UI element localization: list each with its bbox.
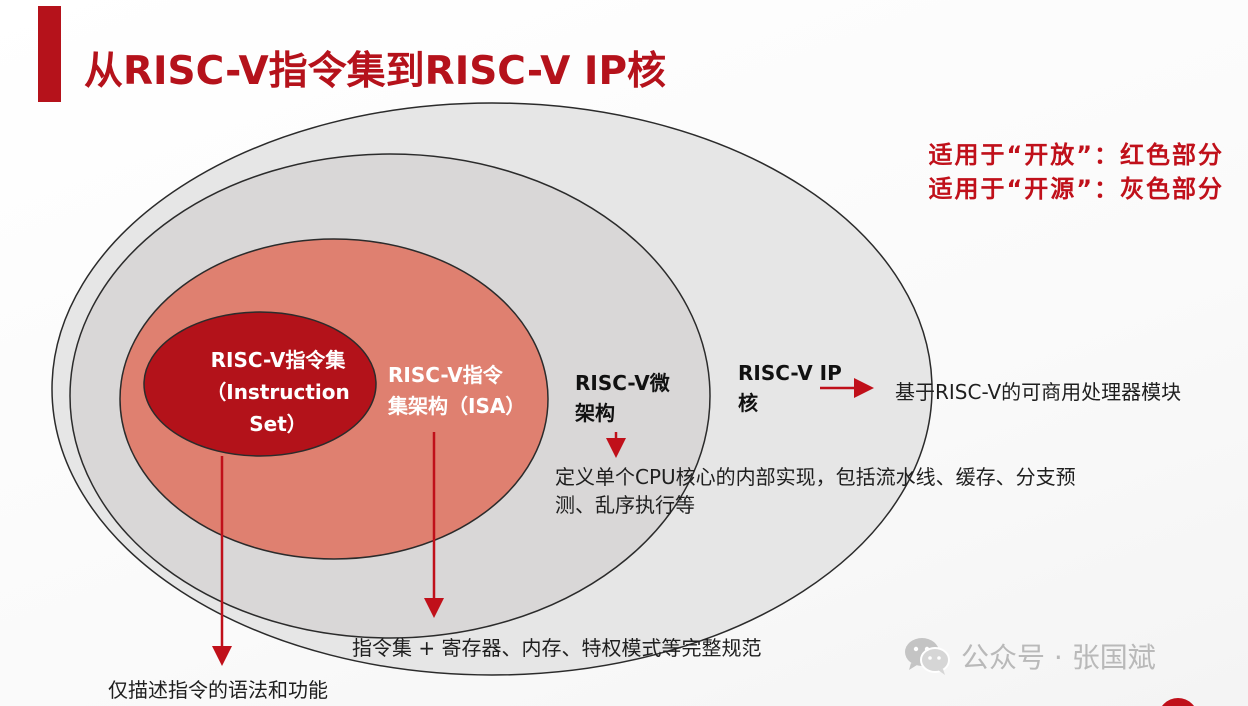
label-ip-core-line1: RISC-V IP xyxy=(738,361,842,385)
label-instruction-set-line1: RISC-V指令集 xyxy=(210,348,346,372)
watermark: 公众号 · 张国斌 xyxy=(903,636,1156,676)
label-ip-core: RISC-V IP 核 xyxy=(738,358,842,418)
description-isa: 指令集 + 寄存器、内存、特权模式等完整规范 xyxy=(352,636,762,660)
legend-open: 适用于“开放”：红色部分 xyxy=(928,141,1224,169)
description-microarchitecture: 定义单个CPU核心的内部实现，包括流水线、缓存、分支预测、乱序执行等 xyxy=(555,465,1076,517)
label-isa: RISC-V指令 集架构（ISA） xyxy=(388,360,525,422)
wechat-icon xyxy=(905,638,950,675)
label-isa-line1: RISC-V指令 xyxy=(388,363,503,387)
label-microarchitecture-line1: RISC-V微 xyxy=(575,371,670,395)
legend: 适用于“开放”：红色部分 适用于“开源”：灰色部分 xyxy=(928,138,1224,206)
label-isa-line2: 集架构（ISA） xyxy=(388,394,526,418)
description-ip-core: 基于RISC-V的可商用处理器模块 xyxy=(895,380,1182,404)
ellipse-instruction-set xyxy=(143,311,377,457)
label-ip-core-line2: 核 xyxy=(738,391,758,415)
label-instruction-set-line2: （Instruction xyxy=(206,380,350,404)
legend-open-source: 适用于“开源”：灰色部分 xyxy=(928,175,1224,203)
label-microarchitecture: RISC-V微 架构 xyxy=(575,368,670,428)
label-microarchitecture-line2: 架构 xyxy=(575,401,615,425)
watermark-text: 公众号 · 张国斌 xyxy=(961,641,1156,674)
page-title: 从RISC-V指令集到RISC-V IP核 xyxy=(84,49,667,94)
description-instruction-set: 仅描述指令的语法和功能 xyxy=(108,678,328,702)
title-accent-bar xyxy=(38,6,61,102)
label-instruction-set: RISC-V指令集 （Instruction Set） xyxy=(180,344,376,440)
label-instruction-set-line3: Set） xyxy=(249,412,307,436)
corner-decoration xyxy=(1158,698,1198,706)
